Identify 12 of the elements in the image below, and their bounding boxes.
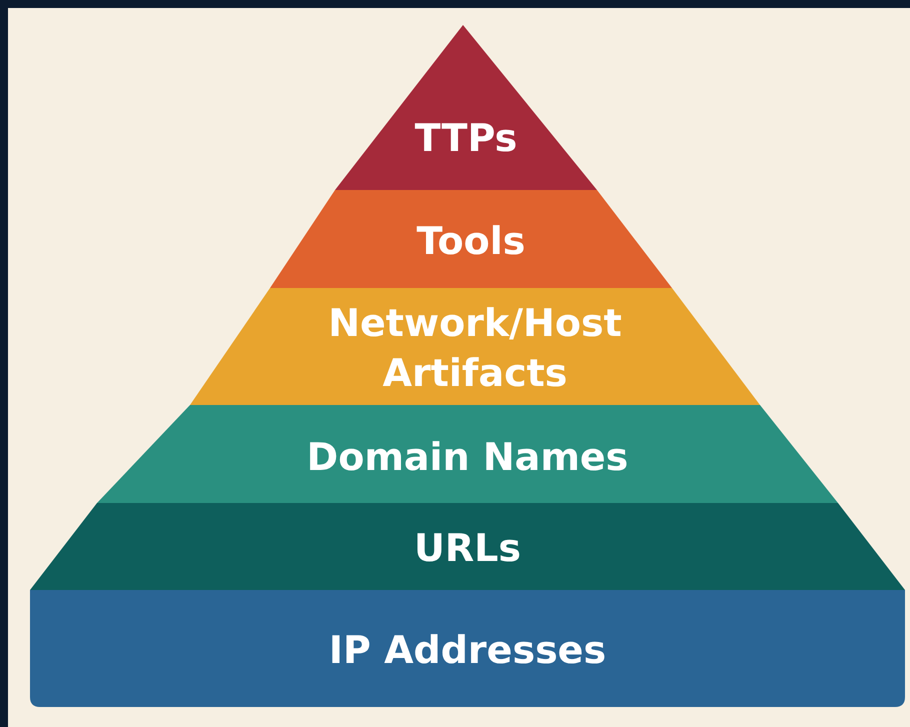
pyramid-tier xyxy=(190,288,760,405)
pyramid-tier xyxy=(30,503,905,590)
pyramid-tier xyxy=(97,405,838,503)
tier-label: Domain Names xyxy=(306,434,630,481)
tier-label: IP Addresses xyxy=(328,627,608,674)
tier-label: URLs xyxy=(413,525,522,572)
tier-label: TTPs xyxy=(414,115,518,162)
tier-label: Network/Host Artifacts xyxy=(327,300,623,397)
pyramid-tier xyxy=(30,590,905,707)
pyramid-tier xyxy=(335,25,597,190)
pyramid-tier xyxy=(270,190,672,288)
tier-label: Tools xyxy=(416,218,526,265)
